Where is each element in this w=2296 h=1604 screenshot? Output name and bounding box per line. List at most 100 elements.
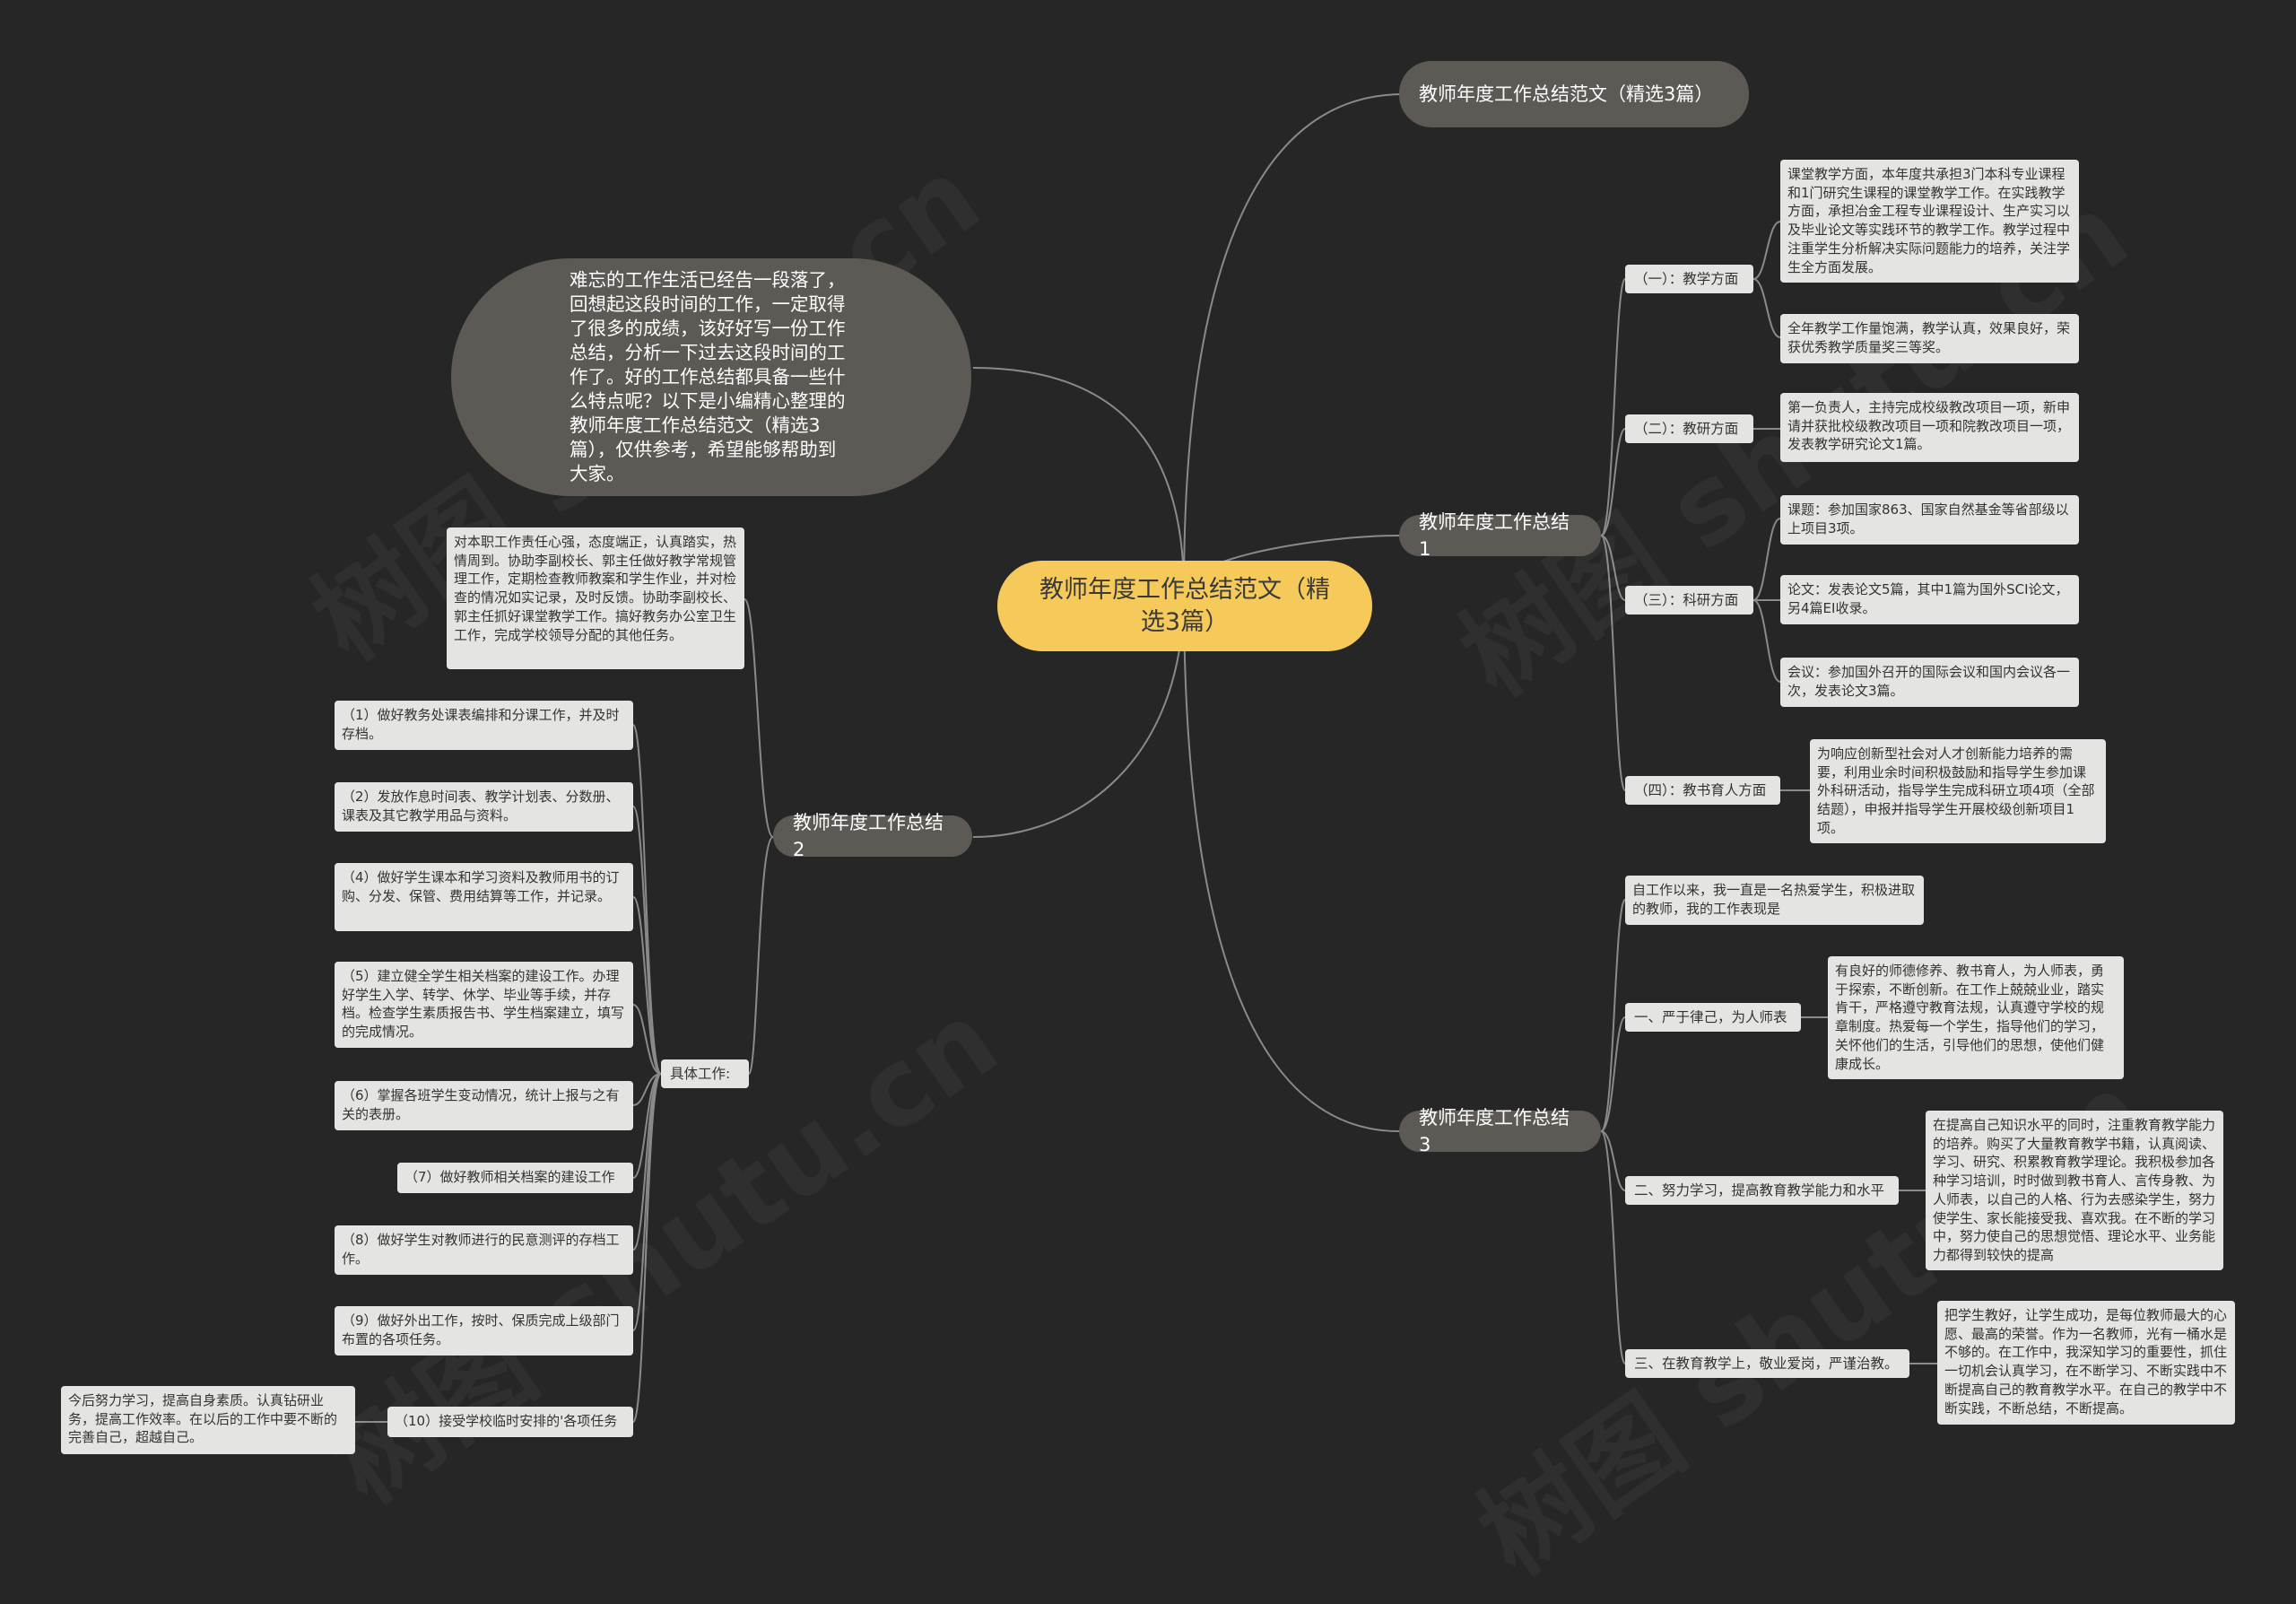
- leaf-text: （5）建立健全学生相关档案的建设工作。办理好学生入学、转学、休学、毕业等手续，并…: [342, 968, 625, 1041]
- link-s1-cat4: [1600, 535, 1626, 791]
- s2-item[interactable]: （5）建立健全学生相关档案的建设工作。办理好学生入学、转学、休学、毕业等手续，并…: [335, 962, 633, 1048]
- s1-category-teaching[interactable]: （一）：教学方面: [1625, 265, 1753, 293]
- topic-title-node[interactable]: 教师年度工作总结范文（精选3篇）: [1399, 61, 1749, 127]
- category-label: 三、在教育教学上，敬业爱岗，严谨治教。: [1634, 1356, 1899, 1372]
- s2-duty-text[interactable]: 对本职工作责任心强，态度端正，认真踏实，热情周到。协助李副校长、郭主任做好教学常…: [447, 527, 744, 669]
- s3-opening[interactable]: 自工作以来，我一直是一名热爱学生，积极进取的教师，我的工作表现是: [1625, 876, 1924, 925]
- link-cat3-leaf3: [1752, 599, 1781, 683]
- s1-research-leaf[interactable]: 会议：参加国外召开的国际会议和国内会议各一次，发表论文3篇。: [1780, 658, 2079, 707]
- s2-item[interactable]: （9）做好外出工作，按时、保质完成上级部门布置的各项任务。: [335, 1306, 633, 1356]
- s1-category-education[interactable]: （四）：教书育人方面: [1625, 776, 1780, 805]
- s1-category-research-teaching[interactable]: （二）：教研方面: [1625, 414, 1753, 443]
- link-spec-3: [632, 896, 662, 1075]
- leaf-text: 自工作以来，我一直是一名热爱学生，积极进取的教师，我的工作表现是: [1632, 882, 1916, 917]
- leaf-text: 第一负责人，主持完成校级教改项目一项，新申请并获批校级教改项目一项和院教改项目一…: [1787, 399, 2071, 453]
- category-label: （四）：教书育人方面: [1634, 782, 1767, 798]
- link-spec-4: [632, 1004, 662, 1075]
- leaf-text: 课题：参加国家863、国家自然基金等省部级以上项目3项。: [1787, 501, 2069, 536]
- s2-item[interactable]: （6）掌握各班学生变动情况，统计上报与之有关的表册。: [335, 1081, 633, 1130]
- link-s1-cat3: [1600, 535, 1626, 601]
- leaf-text: （1）做好教务处课表编排和分课工作，并及时存档。: [342, 707, 620, 742]
- link-spec-5: [632, 1073, 662, 1106]
- leaf-text: 把学生教好，让学生成功，是每位教师最大的心愿、最高的荣誉。作为一名教师，光有一桶…: [1944, 1307, 2228, 1417]
- central-topic-text: 教师年度工作总结范文（精选3篇）: [1039, 575, 1330, 636]
- link-central-summary2: [972, 591, 1185, 838]
- category-label: （三）：科研方面: [1634, 592, 1739, 608]
- link-cat1-leaf2: [1752, 278, 1781, 338]
- leaf-text: 在提高自己知识水平的同时，注重教育教学能力的培养。购买了大量教育教学书籍，认真阅…: [1933, 1117, 2216, 1263]
- s2-item[interactable]: （4）做好学生课本和学习资料及教师用书的订购、分发、保管、费用结算等工作，并记录…: [335, 863, 633, 931]
- s3-study-leaf[interactable]: 在提高自己知识水平的同时，注重教育教学能力的培养。购买了大量教育教学书籍，认真阅…: [1926, 1111, 2223, 1270]
- topic-title-text: 教师年度工作总结范文（精选3篇）: [1419, 83, 1714, 105]
- s3-category-discipline[interactable]: 一、严于律己，为人师表: [1625, 1003, 1801, 1032]
- s2-specific-work[interactable]: 具体工作:: [661, 1059, 749, 1088]
- link-s3-cat3: [1600, 1130, 1626, 1364]
- leaf-text: 有良好的师德修养、教书育人，为人师表，勇于探索，不断创新。在工作上兢兢业业，踏实…: [1835, 963, 2105, 1072]
- link-central-summary3: [1183, 591, 1400, 1132]
- link-s1-cat2: [1600, 428, 1626, 536]
- topic-summary2[interactable]: 教师年度工作总结2: [773, 812, 972, 860]
- leaf-text: （9）做好外出工作，按时、保质完成上级部门布置的各项任务。: [342, 1312, 620, 1347]
- topic-summary3[interactable]: 教师年度工作总结3: [1399, 1107, 1601, 1155]
- link-s3-cat1: [1600, 1016, 1626, 1132]
- leaf-text: （4）做好学生课本和学习资料及教师用书的订购、分发、保管、费用结算等工作，并记录…: [342, 869, 620, 904]
- link-spec-7: [632, 1073, 662, 1251]
- leaf-text: （8）做好学生对教师进行的民意测评的存档工作。: [342, 1232, 620, 1267]
- topic-summary1[interactable]: 教师年度工作总结1: [1399, 511, 1601, 560]
- s1-research-teaching-leaf[interactable]: 第一负责人，主持完成校级教改项目一项，新申请并获批校级教改项目一项和院教改项目一…: [1780, 393, 2079, 462]
- s1-teaching-leaf[interactable]: 课堂教学方面，本年度共承担3门本科专业课程和1门研究生课程的课堂教学工作。在实践…: [1780, 160, 2079, 283]
- intro-bubble[interactable]: 难忘的工作生活已经告一段落了，回想起这段时间的工作，一定取得了很多的成绩，该好好…: [451, 258, 971, 496]
- s3-category-dedication[interactable]: 三、在教育教学上，敬业爱岗，严谨治教。: [1625, 1349, 1909, 1378]
- s2-item[interactable]: （7）做好教师相关档案的建设工作: [397, 1163, 633, 1193]
- s2-item[interactable]: （2）发放作息时间表、教学计划表、分数册、课表及其它教学用品与资料。: [335, 782, 633, 832]
- link-spec-6: [632, 1073, 662, 1179]
- leaf-text: 全年教学工作量饱满，教学认真，效果良好，荣获优秀教学质量奖三等奖。: [1787, 320, 2071, 355]
- link-spec-2: [632, 806, 662, 1075]
- link-spec-9: [632, 1073, 662, 1423]
- s2-item[interactable]: （8）做好学生对教师进行的民意测评的存档工作。: [335, 1225, 633, 1275]
- leaf-text: （6）掌握各班学生变动情况，统计上报与之有关的表册。: [342, 1087, 620, 1122]
- topic-summary1-text: 教师年度工作总结1: [1419, 511, 1570, 560]
- leaf-text: 论文：发表论文5篇，其中1篇为国外SCI论文，另4篇EI收录。: [1787, 581, 2069, 616]
- s2-item[interactable]: （10）接受学校临时安排的'各项任务: [387, 1407, 633, 1437]
- leaf-text: 会议：参加国外召开的国际会议和国内会议各一次，发表论文3篇。: [1787, 664, 2071, 699]
- s3-dedication-leaf[interactable]: 把学生教好，让学生成功，是每位教师最大的心愿、最高的荣誉。作为一名教师，光有一桶…: [1937, 1301, 2235, 1425]
- link-cat1-leaf1: [1752, 221, 1781, 280]
- s2-item[interactable]: （1）做好教务处课表编排和分课工作，并及时存档。: [335, 701, 633, 750]
- s2-learning-leaf[interactable]: 今后努力学习，提高自身素质。认真钻研业务，提高工作效率。在以后的工作中要不断的完…: [61, 1386, 355, 1454]
- link-spec-1: [632, 724, 662, 1075]
- leaf-text: 今后努力学习，提高自身素质。认真钻研业务，提高工作效率。在以后的工作中要不断的完…: [68, 1392, 338, 1446]
- central-topic[interactable]: 教师年度工作总结范文（精选3篇）: [997, 561, 1372, 651]
- link-spec-8: [632, 1073, 662, 1331]
- category-label: 二、努力学习，提高教育教学能力和水平: [1634, 1182, 1885, 1199]
- leaf-text: 为响应创新型社会对人才创新能力培养的需要，利用业余时间积极鼓励和指导学生参加课外…: [1817, 745, 2095, 836]
- link-s2-specific: [748, 836, 774, 1075]
- s1-category-research[interactable]: （三）：科研方面: [1625, 586, 1753, 615]
- s1-research-leaf[interactable]: 论文：发表论文5篇，其中1篇为国外SCI论文，另4篇EI收录。: [1780, 575, 2079, 624]
- link-s3-opening: [1600, 899, 1626, 1132]
- link-cat3-leaf1: [1752, 518, 1781, 601]
- s3-discipline-leaf[interactable]: 有良好的师德修养、教书育人，为人师表，勇于探索，不断创新。在工作上兢兢业业，踏实…: [1828, 956, 2124, 1079]
- link-central-title: [1183, 93, 1405, 593]
- link-s3-cat2: [1600, 1130, 1626, 1191]
- intro-text: 难忘的工作生活已经告一段落了，回想起这段时间的工作，一定取得了很多的成绩，该好好…: [570, 269, 846, 484]
- category-label: 一、严于律己，为人师表: [1634, 1009, 1787, 1025]
- link-central-intro: [972, 367, 1185, 593]
- s3-category-study[interactable]: 二、努力学习，提高教育教学能力和水平: [1625, 1176, 1899, 1205]
- leaf-text: （2）发放作息时间表、教学计划表、分数册、课表及其它教学用品与资料。: [342, 789, 620, 824]
- category-label: （一）：教学方面: [1634, 271, 1739, 287]
- link-s1-cat1: [1600, 278, 1626, 536]
- topic-summary2-text: 教师年度工作总结2: [793, 812, 944, 860]
- s1-research-leaf[interactable]: 课题：参加国家863、国家自然基金等省部级以上项目3项。: [1780, 495, 2079, 545]
- s1-education-leaf[interactable]: 为响应创新型社会对人才创新能力培养的需要，利用业余时间积极鼓励和指导学生参加课外…: [1810, 739, 2106, 843]
- leaf-text: 课堂教学方面，本年度共承担3门本科专业课程和1门研究生课程的课堂教学工作。在实践…: [1787, 166, 2071, 275]
- leaf-text: （10）接受学校临时安排的'各项任务: [395, 1413, 618, 1429]
- leaf-text: （7）做好教师相关档案的建设工作: [404, 1169, 615, 1185]
- link-s2-duty: [744, 598, 774, 838]
- leaf-text: 对本职工作责任心强，态度端正，认真踏实，热情周到。协助李副校长、郭主任做好教学常…: [454, 534, 737, 643]
- category-label: 具体工作:: [670, 1066, 731, 1082]
- connector-lines: [355, 93, 1937, 1423]
- s1-teaching-leaf[interactable]: 全年教学工作量饱满，教学认真，效果良好，荣获优秀教学质量奖三等奖。: [1780, 314, 2079, 363]
- topic-summary3-text: 教师年度工作总结3: [1419, 1107, 1570, 1155]
- category-label: （二）：教研方面: [1634, 421, 1739, 437]
